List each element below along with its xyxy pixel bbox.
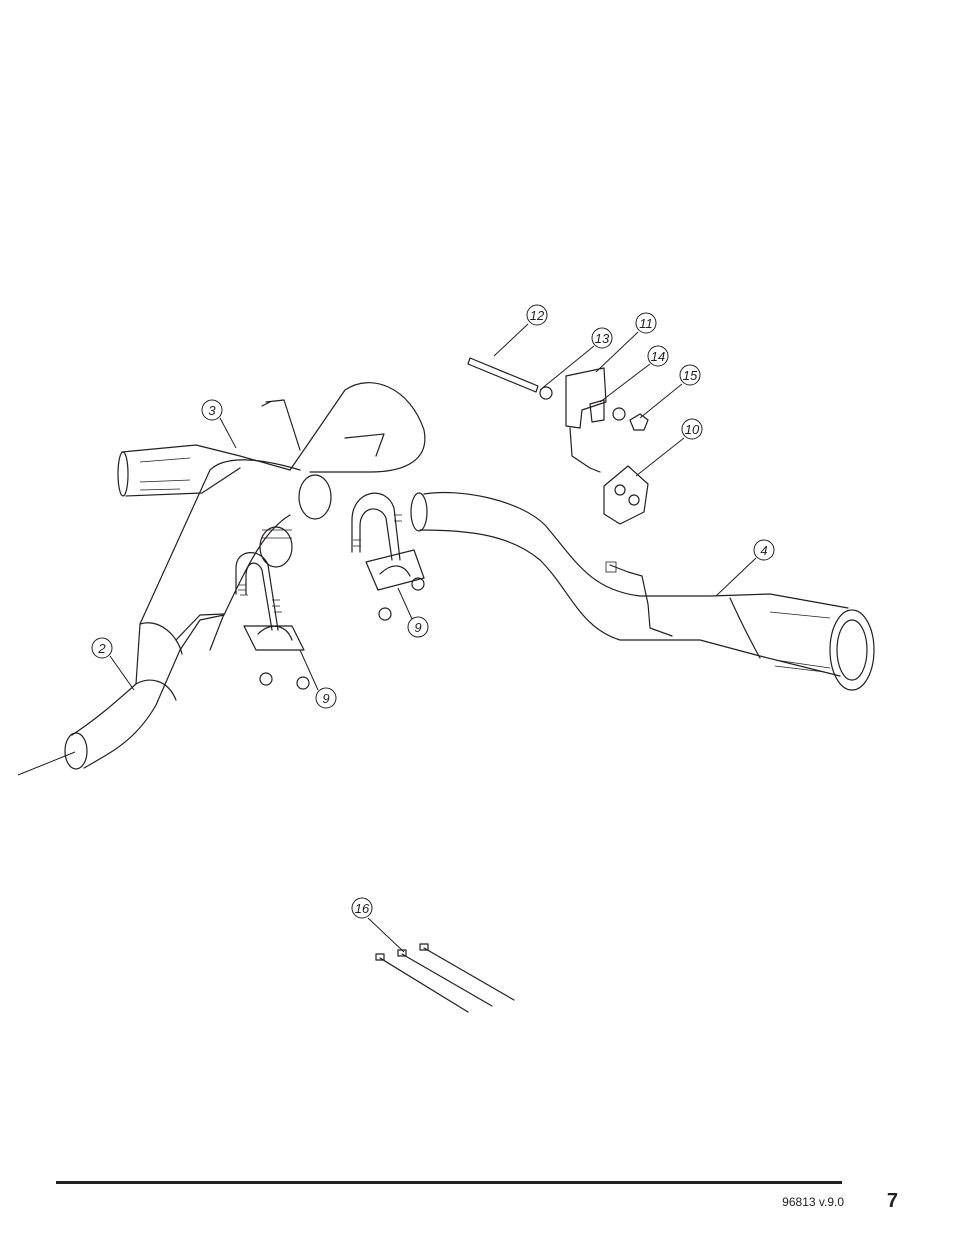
callout-10: 10 [682, 419, 702, 439]
part-4-tailpipe [411, 492, 874, 690]
svg-text:13: 13 [595, 331, 610, 346]
callout-15: 15 [680, 365, 700, 385]
part-9-clamp-right [352, 493, 424, 620]
part-16-cable-ties [376, 944, 514, 1012]
callout-3: 3 [202, 400, 222, 420]
callout-16: 16 [352, 898, 372, 918]
part-11-hanger-rod [570, 428, 600, 472]
callout-12: 12 [527, 305, 547, 325]
part-10-isolator [604, 466, 648, 524]
callout-4: 4 [754, 540, 774, 560]
part-14-washer [613, 408, 625, 420]
svg-text:14: 14 [651, 349, 665, 364]
part-12-bolt [468, 358, 538, 392]
svg-text:10: 10 [685, 422, 700, 437]
svg-text:16: 16 [355, 901, 370, 916]
svg-text:11: 11 [639, 316, 653, 331]
svg-text:4: 4 [760, 543, 767, 558]
svg-text:12: 12 [530, 308, 545, 323]
svg-text:3: 3 [208, 403, 216, 418]
footer-rule [56, 1181, 842, 1184]
part-2-y-pipe [18, 460, 331, 775]
callout-11: 11 [636, 313, 656, 333]
part-15-nut [630, 414, 648, 430]
part-3-crossover-pipe [118, 383, 425, 496]
callout-14: 14 [648, 346, 668, 366]
page-number: 7 [868, 1190, 898, 1213]
part-9-clamp-left [236, 553, 318, 690]
callout-9a: 9 [316, 688, 336, 708]
svg-text:9: 9 [414, 620, 421, 635]
svg-text:2: 2 [97, 641, 106, 656]
part-11-bracket [566, 368, 606, 428]
svg-text:15: 15 [683, 368, 698, 383]
callout-13: 13 [592, 328, 612, 348]
callout-2: 2 [92, 638, 112, 658]
callout-9b: 9 [408, 617, 428, 637]
svg-text:9: 9 [322, 691, 329, 706]
document-id: 96813 v.9.0 [760, 1195, 844, 1209]
